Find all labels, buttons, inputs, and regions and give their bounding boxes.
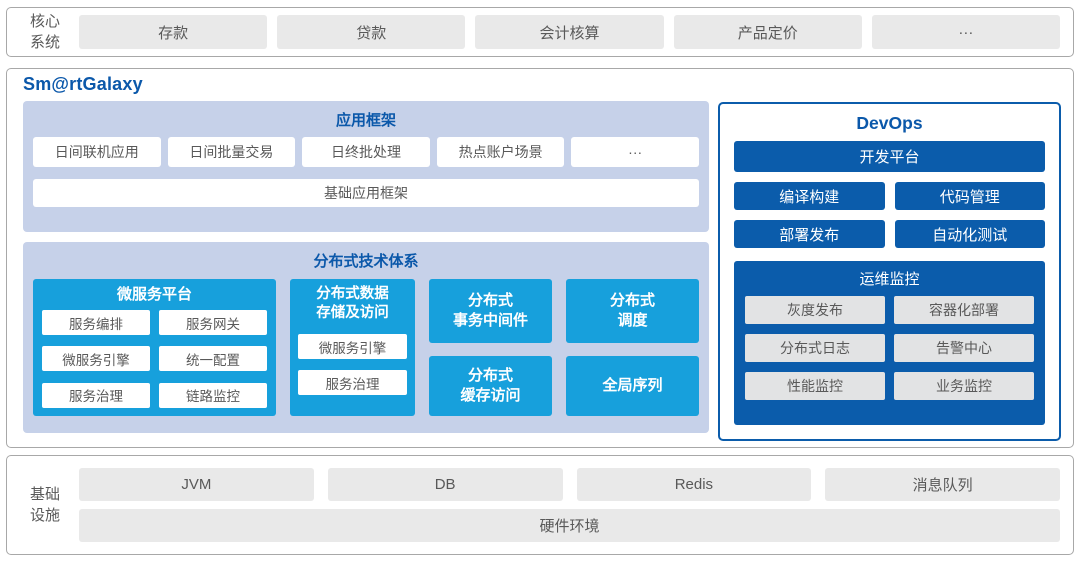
- data-storage-title-line: 分布式数据: [316, 286, 389, 302]
- app-framework-section: 应用框架 日间联机应用 日间批量交易 日终批处理 热点账户场景 ··· 基础应用…: [23, 101, 709, 232]
- infrastructure-label-line: 设施: [29, 507, 60, 524]
- service-item-governance: 服务治理: [42, 382, 150, 408]
- app-framework-title: 应用框架: [335, 112, 396, 129]
- devops-tools-row: 编译构建 代码管理: [734, 182, 1045, 210]
- monitoring-item-alert: 告警中心: [894, 334, 1034, 362]
- dev-platform-box: 开发平台: [734, 141, 1045, 172]
- devops-title: DevOps: [856, 113, 923, 133]
- service-item-tracing: 链路监控: [159, 382, 267, 408]
- tile-line: 缓存访问: [460, 387, 521, 404]
- distributed-tile-column: 分布式 事务中间件 分布式 缓存访问: [429, 279, 552, 416]
- app-framework-row: 日间联机应用 日间批量交易 日终批处理 热点账户场景 ···: [33, 137, 699, 167]
- distributed-grid: 微服务平台 服务编排 服务网关 微服务引擎 统一配置 服务治理 链路监控 分布式…: [33, 279, 699, 416]
- platform-title: Sm@rtGalaxy: [23, 74, 143, 94]
- tile-line: 全局序列: [602, 377, 663, 394]
- service-item-engine: 微服务引擎: [42, 346, 150, 372]
- devops-tool-deploy: 部署发布: [734, 220, 885, 248]
- devops-tools-row: 部署发布 自动化测试: [734, 220, 1045, 248]
- tile-line: 事务中间件: [452, 312, 528, 329]
- core-systems-label-line: 核心: [29, 13, 60, 30]
- tile-line: 分布式: [467, 367, 513, 384]
- app-item-more: ···: [571, 137, 699, 167]
- app-item-daytime-online: 日间联机应用: [33, 137, 161, 167]
- microservice-platform-title: 微服务平台: [116, 286, 192, 303]
- infrastructure-label: 基础 设施: [20, 484, 70, 526]
- tile-distributed-transaction: 分布式 事务中间件: [429, 279, 552, 343]
- hardware-environment-box: 硬件环境: [79, 509, 1060, 542]
- service-item-gateway: 服务网关: [159, 310, 267, 335]
- monitoring-item-container: 容器化部署: [894, 296, 1034, 324]
- infra-item-db: DB: [327, 468, 563, 501]
- ops-monitoring-box: 运维监控 灰度发布 容器化部署 分布式日志 告警中心 性能监控 业务监控: [734, 261, 1045, 425]
- devops-tool-code: 代码管理: [894, 182, 1045, 210]
- app-item-daytime-batch: 日间批量交易: [167, 137, 296, 167]
- infra-item-jvm: JVM: [79, 468, 314, 501]
- infra-item-redis: Redis: [576, 468, 812, 501]
- core-systems-label: 核心 系统: [20, 11, 70, 53]
- core-systems-label-line: 系统: [29, 34, 60, 51]
- data-storage-box: 分布式数据 存储及访问 微服务引擎 服务治理: [290, 279, 415, 416]
- data-storage-title: 分布式数据 存储及访问: [298, 285, 407, 323]
- monitoring-item-log: 分布式日志: [745, 334, 885, 362]
- tile-distributed-scheduling: 分布式 调度: [566, 279, 699, 343]
- core-systems-band: 核心 系统 存款 贷款 会计核算 产品定价 ···: [6, 7, 1074, 57]
- smartgalaxy-panel: Sm@rtGalaxy 应用框架 日间联机应用 日间批量交易 日终批处理 热点账…: [6, 68, 1074, 448]
- base-app-framework-box: 基础应用框架: [33, 179, 699, 207]
- app-item-hot-account: 热点账户场景: [436, 137, 565, 167]
- data-storage-title-line: 存储及访问: [316, 305, 389, 321]
- tile-distributed-cache: 分布式 缓存访问: [429, 356, 552, 416]
- core-system-item-accounting: 会计核算: [475, 15, 664, 49]
- distributed-title: 分布式技术体系: [313, 253, 419, 270]
- tile-line: 分布式: [609, 292, 655, 309]
- app-item-eod-batch: 日终批处理: [302, 137, 430, 167]
- infra-item-mq: 消息队列: [825, 468, 1060, 501]
- distributed-tile-column: 分布式 调度 全局序列: [566, 279, 699, 416]
- ops-monitoring-grid: 灰度发布 容器化部署 分布式日志 告警中心 性能监控 业务监控: [745, 296, 1034, 400]
- infrastructure-content: JVM DB Redis 消息队列 硬件环境: [79, 468, 1060, 542]
- core-system-item-deposit: 存款: [79, 15, 268, 49]
- devops-panel: DevOps 开发平台 编译构建 代码管理 部署发布 自动化测试 运维监控 灰度…: [718, 102, 1061, 441]
- ops-monitoring-title: 运维监控: [859, 271, 920, 288]
- devops-tool-test: 自动化测试: [894, 220, 1045, 248]
- microservice-grid: 服务编排 服务网关 微服务引擎 统一配置 服务治理 链路监控: [42, 310, 267, 408]
- monitoring-item-business: 业务监控: [894, 372, 1034, 400]
- core-systems-row: 存款 贷款 会计核算 产品定价 ···: [79, 15, 1061, 49]
- service-item-config: 统一配置: [159, 346, 267, 372]
- microservice-platform-box: 微服务平台 服务编排 服务网关 微服务引擎 统一配置 服务治理 链路监控: [33, 279, 276, 416]
- devops-tool-build: 编译构建: [734, 182, 885, 210]
- tile-line: 分布式: [467, 292, 513, 309]
- distributed-section: 分布式技术体系 微服务平台 服务编排 服务网关 微服务引擎 统一配置 服务治理 …: [23, 242, 709, 433]
- service-item-orchestration: 服务编排: [42, 310, 150, 335]
- infrastructure-row: JVM DB Redis 消息队列: [79, 468, 1060, 501]
- tile-global-sequence: 全局序列: [566, 356, 699, 416]
- monitoring-item-performance: 性能监控: [745, 372, 885, 400]
- storage-item-engine: 微服务引擎: [298, 334, 407, 359]
- storage-item-governance: 服务治理: [298, 370, 407, 395]
- core-system-item-more: ···: [871, 15, 1061, 49]
- infrastructure-band: 基础 设施 JVM DB Redis 消息队列 硬件环境: [6, 455, 1074, 555]
- tile-line: 调度: [617, 312, 648, 329]
- core-system-item-loan: 贷款: [277, 15, 466, 49]
- monitoring-item-gray-release: 灰度发布: [745, 296, 885, 324]
- core-system-item-pricing: 产品定价: [673, 15, 862, 49]
- infrastructure-label-line: 基础: [29, 486, 60, 503]
